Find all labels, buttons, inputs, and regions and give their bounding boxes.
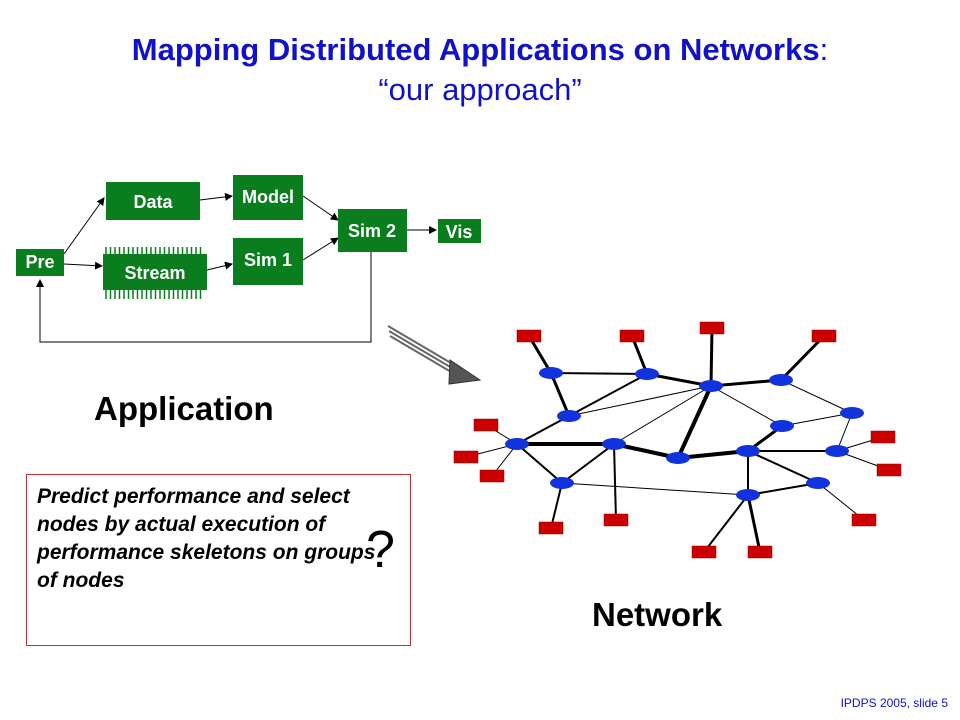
network-router — [736, 489, 760, 501]
network-link — [747, 450, 819, 484]
network-link — [561, 482, 749, 496]
app-edges — [36, 192, 437, 343]
network-link — [516, 443, 563, 484]
network-host — [516, 329, 542, 343]
app-box-vis: Vis — [438, 219, 481, 243]
network-host — [876, 463, 902, 477]
network-link — [516, 415, 570, 445]
network-host — [619, 329, 645, 343]
predict-text: Predict performance and select nodes by … — [37, 485, 376, 592]
network-router — [550, 477, 574, 489]
network-host — [603, 513, 629, 527]
app-box-sim1: Sim 1 — [233, 238, 303, 285]
svg-text:Vis: Vis — [446, 222, 473, 242]
network-router — [666, 452, 690, 464]
network-link — [779, 334, 826, 382]
title-colon: : — [819, 32, 829, 67]
svg-text:Data: Data — [133, 192, 173, 212]
network-link — [568, 373, 648, 417]
network-router — [736, 445, 760, 457]
edge-sim1-sim2 — [302, 237, 339, 261]
edge-pre-stream — [63, 261, 103, 270]
question-mark: ? — [366, 521, 395, 579]
network-router — [840, 407, 864, 419]
network-link — [550, 372, 648, 375]
network-router — [635, 368, 659, 380]
network-router — [557, 410, 581, 422]
svg-text:Sim 1: Sim 1 — [244, 250, 292, 270]
network-host — [479, 469, 505, 483]
edge-stream-sim1 — [206, 261, 233, 271]
network-host — [851, 513, 877, 527]
network-router — [825, 445, 849, 457]
network-link — [561, 443, 615, 484]
slide-footer: IPDPS 2005, slide 5 — [840, 696, 948, 710]
title-subtitle: “our approach” — [378, 72, 582, 107]
app-box-stream: Stream — [103, 247, 207, 299]
network-link — [746, 494, 762, 553]
network-link — [780, 379, 853, 414]
app-box-data: Data — [106, 182, 200, 220]
network-host — [473, 418, 499, 432]
network-link — [710, 385, 783, 427]
app-box-pre: Pre — [16, 249, 64, 276]
network-host — [691, 545, 717, 559]
edge-model-sim2 — [302, 195, 339, 221]
network-router — [769, 374, 793, 386]
network-host — [699, 321, 725, 335]
svg-text:Pre: Pre — [25, 252, 54, 272]
network-host — [747, 545, 773, 559]
network-link — [550, 482, 563, 529]
network-link — [781, 412, 853, 427]
network-router — [602, 438, 626, 450]
predict-callout: Predict performance and select nodes by … — [26, 474, 411, 646]
network-router — [770, 420, 794, 432]
network-host — [811, 329, 837, 343]
network-label: Network — [592, 596, 723, 633]
network-host — [453, 450, 479, 464]
mapping-arrow — [387, 325, 482, 385]
edge-data-model — [199, 192, 233, 201]
app-box-model: Model — [233, 175, 303, 220]
network-router — [699, 380, 723, 392]
network-link — [613, 385, 712, 445]
svg-text:Sim 2: Sim 2 — [348, 221, 396, 241]
network-link — [676, 385, 713, 459]
app-box-sim2: Sim 2 — [338, 209, 407, 252]
network-link — [613, 443, 617, 521]
network-host — [870, 430, 896, 444]
network-router — [505, 438, 529, 450]
network-link — [568, 385, 712, 417]
title-main: Mapping Distributed Applications on Netw… — [131, 32, 820, 67]
application-label: Application — [94, 390, 274, 427]
network-router — [539, 367, 563, 379]
edge-pre-data — [63, 197, 105, 255]
svg-text:Stream: Stream — [124, 263, 185, 283]
network-link — [703, 494, 749, 553]
network-link — [630, 335, 649, 375]
network-link — [709, 327, 714, 387]
network-host — [538, 521, 564, 535]
network-link — [549, 372, 571, 417]
network-link — [747, 482, 819, 496]
svg-text:Model: Model — [242, 187, 294, 207]
network-link — [836, 412, 853, 452]
edge-feedback — [36, 252, 372, 343]
network-router — [806, 477, 830, 489]
slide-title: Mapping Distributed Applications on Netw… — [0, 30, 960, 110]
network-graph — [453, 321, 902, 559]
